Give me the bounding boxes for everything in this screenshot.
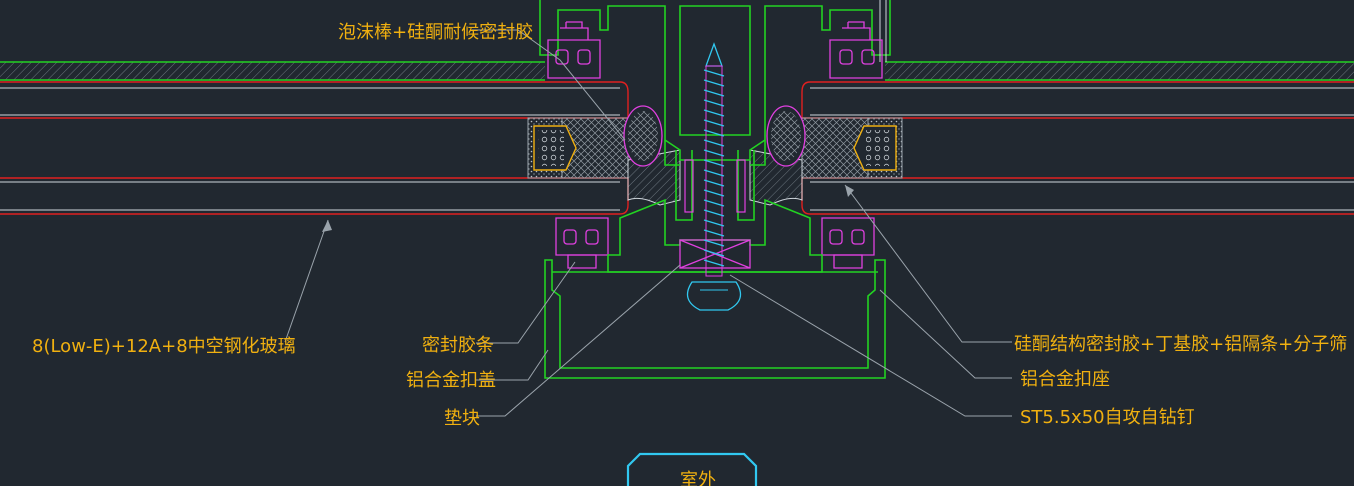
label-aluminium-base-seat: 铝合金扣座 [1020,369,1110,390]
wall-hatch-band [0,61,1354,81]
gasket-top-left [547,21,601,79]
exterior-badge: 室外 [626,452,758,486]
aluminium-cover-cap [544,259,886,379]
aluminium-mullion [539,0,891,166]
gasket-bottom-left [555,217,609,269]
label-spacer-block: 垫块 [444,408,480,429]
foam-rod-right [766,105,806,167]
leader-lines [284,29,1012,417]
insulated-glass-right [801,81,1354,215]
gasket-bottom-right [821,217,875,269]
label-sealing-gasket: 密封胶条 [422,335,494,356]
label-foam-rod-sealant: 泡沫棒+硅酮耐候密封胶 [338,22,533,43]
label-structural-sealant: 硅酮结构密封胶+丁基胶+铝隔条+分子筛 [1014,334,1347,355]
label-aluminium-cover-cap: 铝合金扣盖 [406,370,496,391]
insulated-glass-left [0,81,629,215]
spacer-block [679,239,751,269]
label-exterior: 室外 [680,470,716,486]
label-insulated-glass: 8(Low-E)+12A+8中空钢化玻璃 [32,336,296,357]
label-self-drilling-screw: ST5.5x50自攻自钻钉 [1020,407,1195,428]
foam-rod-left [623,105,663,167]
gasket-top-right [829,21,883,79]
self-drilling-screw [686,42,742,311]
